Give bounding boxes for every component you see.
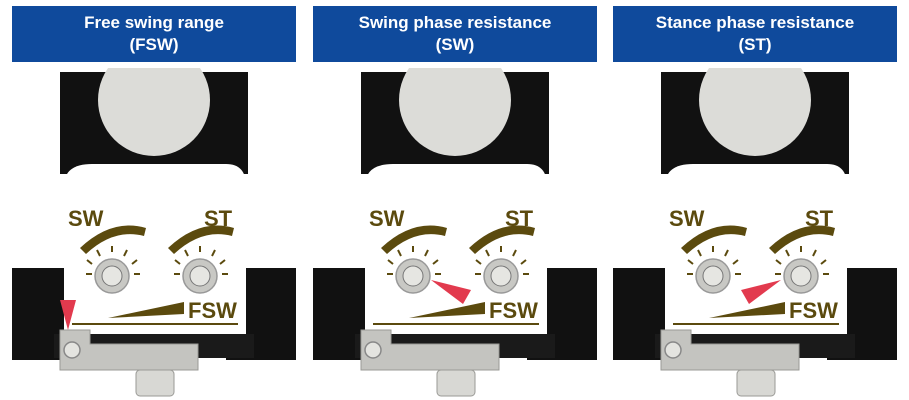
st-tick-marks xyxy=(475,246,529,275)
st-arc-icon xyxy=(469,225,535,254)
fsw-wedge-icon xyxy=(409,302,485,318)
st-arc-icon xyxy=(769,225,835,254)
st-tick-marks xyxy=(174,246,228,275)
fsw-adjuster[interactable] xyxy=(660,329,800,371)
panel-abbr: (SW) xyxy=(435,35,475,54)
panel-title: Swing phase resistance xyxy=(358,13,552,32)
bottom-pin xyxy=(135,369,175,397)
fsw-screw[interactable] xyxy=(364,341,382,359)
st-arc-icon xyxy=(168,225,234,254)
panel-header: Free swing range (FSW) xyxy=(12,6,296,62)
sw-label: SW xyxy=(68,206,104,231)
pointer-arrow xyxy=(431,280,471,304)
st-label: ST xyxy=(204,206,233,231)
panel-abbr: (ST) xyxy=(738,35,772,54)
st-label: ST xyxy=(505,206,534,231)
sw-tick-marks xyxy=(387,246,441,275)
bottom-pin xyxy=(436,369,476,397)
fsw-screw[interactable] xyxy=(664,341,682,359)
upper-cylinder xyxy=(699,68,811,156)
fsw-wedge-icon xyxy=(709,302,785,318)
knee-unit-illustration: SW ST FSW xyxy=(613,68,897,397)
sw-arc-icon xyxy=(381,225,447,254)
panel-header: Stance phase resistance (ST) xyxy=(613,6,897,62)
st-knob[interactable] xyxy=(182,258,218,294)
st-label: ST xyxy=(805,206,834,231)
fsw-screw[interactable] xyxy=(63,341,81,359)
upper-cylinder xyxy=(399,68,511,156)
sw-label: SW xyxy=(369,206,405,231)
panel-header: Swing phase resistance (SW) xyxy=(313,6,597,62)
panel-abbr: (FSW) xyxy=(129,35,179,54)
upper-cylinder xyxy=(98,68,210,156)
panel-title: Free swing range xyxy=(84,13,224,32)
fsw-label: FSW xyxy=(188,298,237,323)
sw-arc-icon xyxy=(80,225,146,254)
sw-knob[interactable] xyxy=(395,258,431,294)
knee-unit-illustration: SW ST FSW xyxy=(12,68,296,397)
st-tick-marks xyxy=(775,246,829,275)
sw-tick-marks xyxy=(86,246,140,275)
sw-arc-icon xyxy=(681,225,747,254)
pointer-arrow xyxy=(741,280,781,304)
sw-tick-marks xyxy=(687,246,741,275)
bottom-pin xyxy=(736,369,776,397)
fsw-adjuster[interactable] xyxy=(59,329,199,371)
panel-fsw: Free swing range (FSW) xyxy=(12,6,296,400)
panel-st: Stance phase resistance (ST) xyxy=(613,6,897,400)
pointer-arrow xyxy=(60,300,76,330)
panel-sw: Swing phase resistance (SW) xyxy=(313,6,597,400)
fsw-adjuster[interactable] xyxy=(360,329,500,371)
st-knob[interactable] xyxy=(483,258,519,294)
fsw-label: FSW xyxy=(789,298,838,323)
st-knob[interactable] xyxy=(783,258,819,294)
sw-knob[interactable] xyxy=(695,258,731,294)
sw-label: SW xyxy=(669,206,705,231)
panel-title: Stance phase resistance xyxy=(655,13,855,32)
sw-knob[interactable] xyxy=(94,258,130,294)
knee-unit-illustration: SW ST FSW xyxy=(313,68,597,397)
fsw-wedge-icon xyxy=(108,302,184,318)
fsw-label: FSW xyxy=(489,298,538,323)
